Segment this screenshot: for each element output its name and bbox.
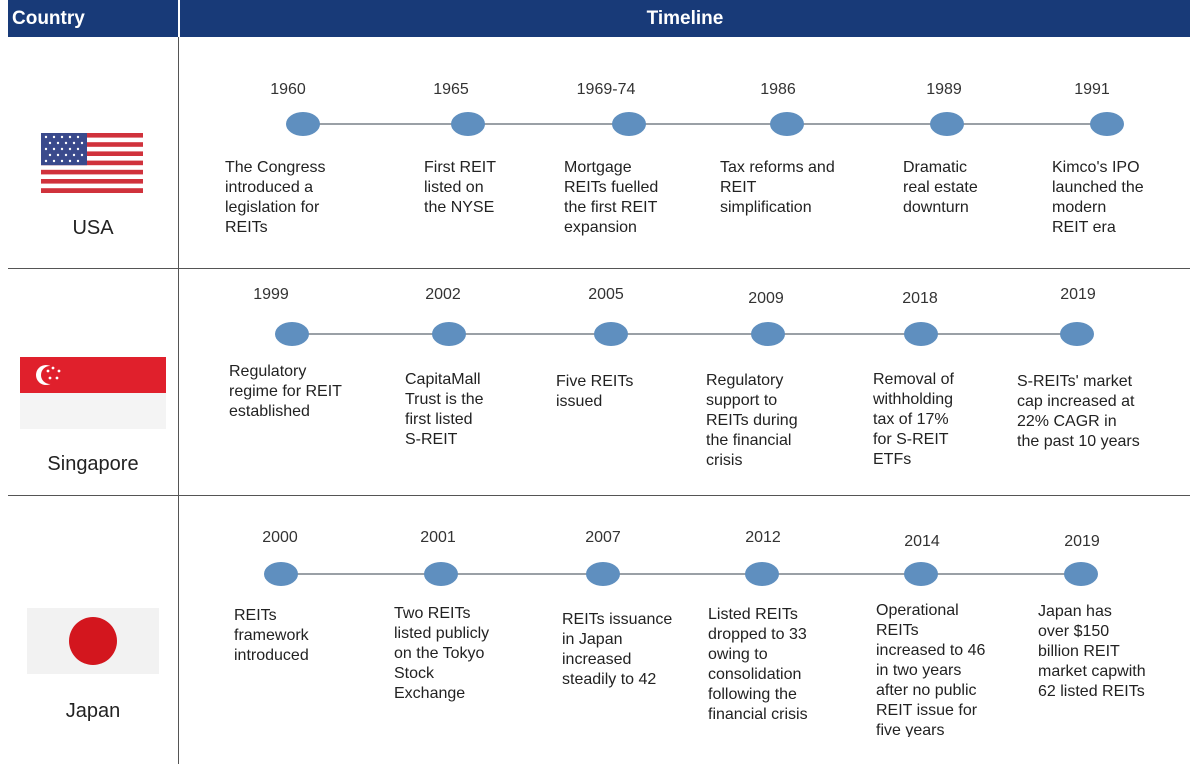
event-description: CapitaMall Trust is the first listed S-R… — [405, 371, 484, 448]
event-description: The Congress introduced a legislation fo… — [225, 159, 326, 236]
event-description: REITs framework introduced — [234, 607, 309, 664]
event-year: 1960 — [270, 81, 306, 98]
event-description: Operational REITs increased to 46 in two… — [876, 602, 986, 737]
event-description: S-REITs' market cap increased at 22% CAG… — [1017, 373, 1140, 450]
event-year: 2001 — [420, 529, 456, 546]
event-year: 1991 — [1074, 81, 1110, 98]
timeline-dot — [451, 112, 485, 136]
timeline-dot — [904, 322, 938, 346]
timeline-dot — [1060, 322, 1094, 346]
column-divider — [178, 37, 179, 764]
timeline-dot — [432, 322, 466, 346]
timeline-dot — [424, 562, 458, 586]
event-description: First REIT listed on the NYSE — [424, 159, 496, 216]
timeline-row-singapore: 1999 Regulatory regime for REIT establis… — [180, 269, 1190, 495]
event-year: 1999 — [253, 286, 289, 303]
timeline-column-header: Timeline — [646, 8, 724, 29]
timeline-dot — [1090, 112, 1124, 136]
timeline-line — [292, 333, 1072, 335]
event-year: 2000 — [262, 529, 298, 546]
country-cell-usa: USA — [8, 37, 178, 268]
timeline-row-usa: 1960 The Congress introduced a legislati… — [180, 37, 1190, 268]
event-description: Regulatory regime for REIT established — [229, 363, 342, 420]
event-description: Five REITs issued — [556, 373, 634, 410]
row-divider — [8, 268, 1190, 269]
timeline-dot — [286, 112, 320, 136]
event-year: 1989 — [926, 81, 962, 98]
timeline-dot — [770, 112, 804, 136]
timeline-table: Country Timeline USA — [8, 0, 1190, 764]
event-description: Regulatory support to REITs during the f… — [706, 372, 798, 469]
event-year: 2007 — [585, 529, 621, 546]
country-name: Singapore — [47, 453, 139, 475]
timeline-line — [304, 123, 1104, 125]
event-description: REITs issuance in Japan increased steadi… — [562, 611, 673, 688]
event-description: Dramatic real estate downturn — [903, 159, 978, 216]
timeline-row-japan: 2000 REITs framework introduced 2001 Two… — [180, 496, 1190, 764]
timeline-dot — [751, 322, 785, 346]
singapore-flag-icon — [20, 357, 166, 429]
event-description: Tax reforms and REIT simplification — [720, 159, 835, 216]
event-description: Listed REITs dropped to 33 owing to cons… — [708, 606, 808, 723]
country-column-header: Country — [12, 8, 85, 29]
table-header: Country Timeline — [8, 0, 1190, 37]
event-description: Kimco's IPO launched the modern REIT era — [1052, 159, 1144, 236]
timeline-line — [282, 573, 1082, 575]
event-description: Removal of withholding tax of 17% for S-… — [873, 371, 954, 468]
event-year: 1965 — [433, 81, 469, 98]
timeline-dot — [586, 562, 620, 586]
event-year: 1986 — [760, 81, 796, 98]
country-name: Japan — [65, 700, 121, 722]
row-divider — [8, 495, 1190, 496]
timeline-dot — [904, 562, 938, 586]
event-year: 2018 — [902, 290, 938, 307]
event-description: Japan has over $150 billion REIT market … — [1038, 603, 1146, 700]
timeline-dot — [275, 322, 309, 346]
timeline-dot — [745, 562, 779, 586]
usa-flag-icon — [41, 133, 143, 193]
event-year: 2005 — [588, 286, 624, 303]
event-description: Two REITs listed publicly on the Tokyo S… — [394, 605, 490, 702]
country-cell-singapore: Singapore — [8, 269, 178, 495]
timeline-dot — [1064, 562, 1098, 586]
event-year: 2012 — [745, 529, 781, 546]
country-cell-japan: Japan — [8, 496, 178, 764]
timeline-dot — [594, 322, 628, 346]
event-description: Mortgage REITs fuelled the first REIT ex… — [564, 159, 659, 236]
timeline-dot — [930, 112, 964, 136]
timeline-dot — [612, 112, 646, 136]
event-year: 2002 — [425, 286, 461, 303]
event-year: 1969-74 — [576, 81, 636, 98]
japan-flag-icon — [27, 608, 159, 674]
event-year: 2014 — [904, 533, 940, 550]
event-year: 2019 — [1064, 533, 1100, 550]
event-year: 2009 — [748, 290, 784, 307]
header-divider — [178, 0, 180, 37]
country-name: USA — [72, 217, 114, 239]
timeline-dot — [264, 562, 298, 586]
event-year: 2019 — [1060, 286, 1096, 303]
